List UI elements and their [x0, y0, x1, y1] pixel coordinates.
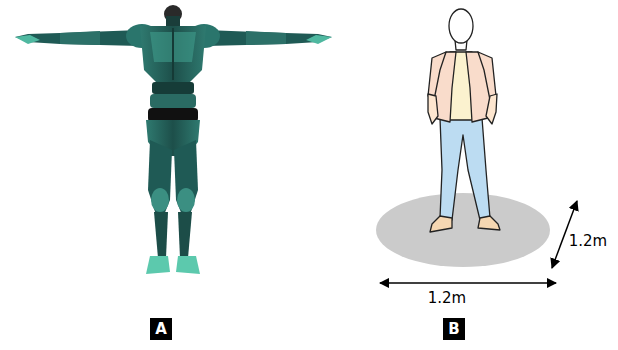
dimension-label: 1.2m — [567, 232, 609, 250]
dimension-arrow — [380, 282, 556, 284]
panel-letter: B — [443, 318, 465, 340]
panel-letter: A — [150, 318, 172, 340]
robot-figure — [15, 5, 332, 274]
dimension-label: 1.2m — [426, 289, 468, 307]
person-figure — [376, 9, 550, 267]
panel-letter-text: B — [448, 322, 459, 337]
panel-letter-text: A — [155, 322, 167, 337]
